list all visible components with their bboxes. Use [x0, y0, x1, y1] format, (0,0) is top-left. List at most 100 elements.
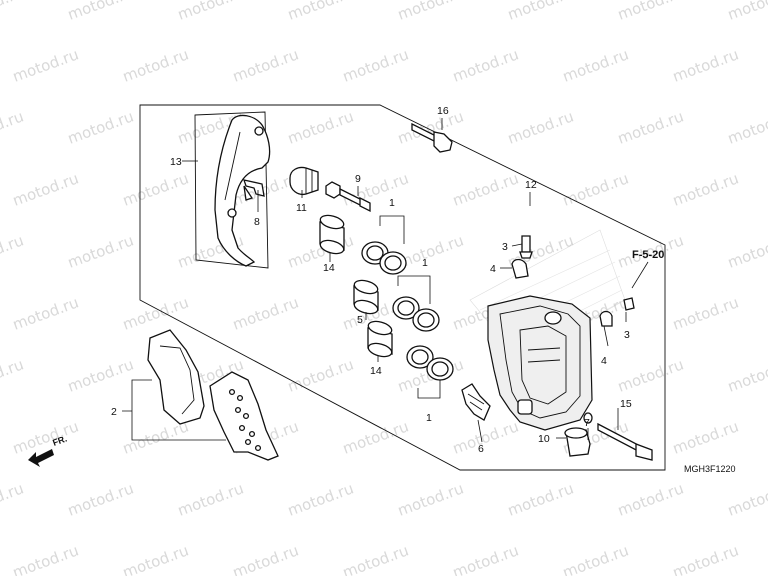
callout-14-upper: 14 [323, 262, 335, 274]
callout-1-lower: 1 [426, 412, 432, 424]
pad-holes [228, 388, 262, 452]
watermark-text: motod.ru [285, 355, 356, 395]
diagram-code: MGH3F1220 [684, 464, 736, 474]
caliper-bracket [214, 114, 271, 267]
callout-11: 11 [296, 202, 307, 214]
watermark-text: motod.ru [615, 0, 686, 24]
callout-10: 10 [538, 433, 550, 445]
watermark-text: motod.ru [10, 169, 81, 209]
reference-code: F-5-20 [632, 249, 664, 261]
callout-16: 16 [437, 105, 449, 117]
watermark-text: motod.ru [175, 479, 246, 519]
bleeder-valve-upper [519, 235, 533, 259]
watermark-text: motod.ru [670, 541, 741, 576]
callout-5: 5 [357, 314, 363, 326]
watermark-text: motod.ru [120, 169, 191, 209]
front-label: FR. [51, 434, 68, 448]
watermark-text: motod.ru [0, 479, 26, 519]
pin-sleeve [564, 427, 591, 457]
watermark-text: motod.ru [615, 107, 686, 147]
watermark-text: motod.ru [450, 169, 521, 209]
watermark-text: motod.ru [0, 355, 26, 395]
callout-14-lower: 14 [370, 365, 382, 377]
watermark-text: motod.ru [285, 0, 356, 24]
piston-middle [353, 279, 379, 315]
watermark-text: motod.ru [65, 107, 136, 147]
watermark-text: motod.ru [560, 45, 631, 85]
assembly-outline [139, 104, 666, 471]
bleeder-cap-upper [511, 258, 529, 279]
leader-lines [122, 118, 649, 443]
pad-pin [597, 422, 653, 461]
watermark-text: motod.ru [230, 293, 301, 333]
watermark-text: motod.ru [340, 169, 411, 209]
callout-3-upper: 3 [502, 241, 508, 253]
watermark-text: motod.ru [0, 107, 26, 147]
brake-pad-rear [147, 329, 205, 425]
callout-13: 13 [170, 156, 182, 168]
watermark-text: motod.ru [120, 293, 191, 333]
bleeder-cap-right [599, 310, 613, 327]
watermark-text: motod.ru [670, 45, 741, 85]
piston-upper [319, 214, 345, 255]
watermark-text: motod.ru [65, 355, 136, 395]
watermark-text: motod.ru [725, 0, 768, 24]
pad-spring [461, 383, 491, 421]
watermark-text: motod.ru [10, 541, 81, 576]
watermark-text: motod.ru [0, 0, 26, 24]
washer [583, 412, 593, 424]
watermark-text: motod.ru [725, 107, 768, 147]
watermark-text: motod.ru [450, 417, 521, 457]
watermark-text: motod.ru [10, 417, 81, 457]
watermark-text: motod.ru [340, 45, 411, 85]
watermark-text: motod.ru [285, 107, 356, 147]
watermark-text: motod.ru [450, 541, 521, 576]
watermark-text: motod.ru [670, 293, 741, 333]
piston-seals [361, 241, 454, 381]
watermark-text: motod.ru [230, 45, 301, 85]
watermark-text: motod.ru [395, 479, 466, 519]
watermark-text: motod.ru [285, 479, 356, 519]
pin-boot [289, 166, 319, 196]
mounting-bolt [411, 122, 453, 153]
caliper-body [487, 295, 593, 431]
watermark-text: motod.ru [65, 479, 136, 519]
watermark-text: motod.ru [560, 169, 631, 209]
watermark-text: motod.ru [725, 355, 768, 395]
watermark-text: motod.ru [560, 541, 631, 576]
brake-pad-front [209, 371, 279, 461]
watermark-text: motod.ru [120, 541, 191, 576]
watermark-text: motod.ru [450, 45, 521, 85]
watermark-text: motod.ru [615, 479, 686, 519]
watermark-text: motod.ru [505, 107, 576, 147]
watermark-text: motod.ru [65, 231, 136, 271]
callout-1-middle: 1 [422, 257, 428, 269]
watermark-text: motod.ru [505, 479, 576, 519]
watermark-text: motod.ru [670, 169, 741, 209]
watermark-text: motod.ru [65, 0, 136, 24]
callout-12: 12 [525, 179, 537, 191]
callout-15: 15 [620, 398, 632, 410]
callout-4-right: 4 [601, 355, 607, 367]
pin-bolt [325, 181, 371, 213]
callout-9: 9 [355, 173, 361, 185]
pad-retainer-clip [243, 179, 265, 201]
callout-2: 2 [111, 406, 117, 418]
watermark-text: motod.ru [230, 541, 301, 576]
callout-7: 7 [584, 417, 590, 429]
callout-6: 6 [478, 443, 484, 455]
piston-lower [367, 320, 393, 358]
watermark-text: motod.ru [725, 479, 768, 519]
callout-1-upper: 1 [389, 197, 395, 209]
callout-3-right: 3 [624, 329, 630, 341]
watermark-text: motod.ru [670, 417, 741, 457]
watermark-text: motod.ru [340, 541, 411, 576]
bracket-group-outline [194, 111, 269, 269]
watermark-text: motod.ru [615, 355, 686, 395]
watermark-text: motod.ru [10, 45, 81, 85]
callout-8: 8 [254, 216, 260, 228]
watermark-text: motod.ru [725, 231, 768, 271]
